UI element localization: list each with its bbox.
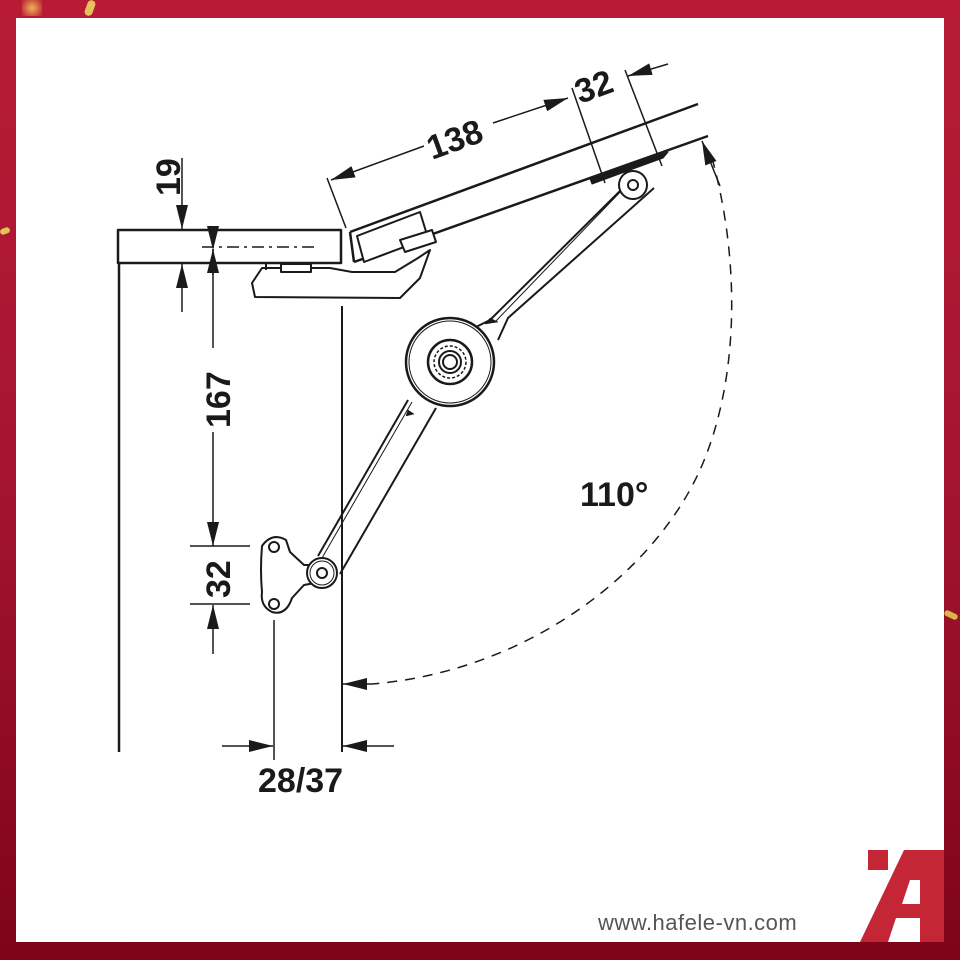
cabinet-side-panel bbox=[117, 263, 343, 752]
label-28-37: 28/37 bbox=[258, 762, 343, 800]
open-lid bbox=[348, 102, 709, 264]
dimension-32-vertical bbox=[190, 545, 250, 654]
label-32-vertical: 32 bbox=[200, 560, 238, 598]
label-167: 167 bbox=[200, 371, 238, 428]
dimension-28-37 bbox=[222, 620, 394, 760]
opening-angle-arc bbox=[343, 140, 733, 690]
lower-arm bbox=[317, 399, 437, 575]
confetti-decoration bbox=[22, 0, 42, 16]
cabinet-top-panel bbox=[116, 228, 343, 265]
upper-arm bbox=[469, 170, 655, 341]
hafele-logo-icon bbox=[860, 850, 944, 942]
label-opening-angle: 110° bbox=[580, 476, 648, 514]
lower-mounting-bracket bbox=[260, 536, 338, 614]
drawing-panel bbox=[16, 18, 944, 942]
label-138: 138 bbox=[422, 112, 488, 167]
upper-mounting-plate bbox=[251, 249, 431, 299]
dimension-32-lid bbox=[624, 63, 669, 167]
dimension-138 bbox=[326, 87, 606, 229]
spring-mechanism-hub bbox=[404, 316, 496, 408]
website-url[interactable]: www.hafele-vn.com bbox=[598, 910, 798, 935]
label-19: 19 bbox=[150, 158, 188, 196]
